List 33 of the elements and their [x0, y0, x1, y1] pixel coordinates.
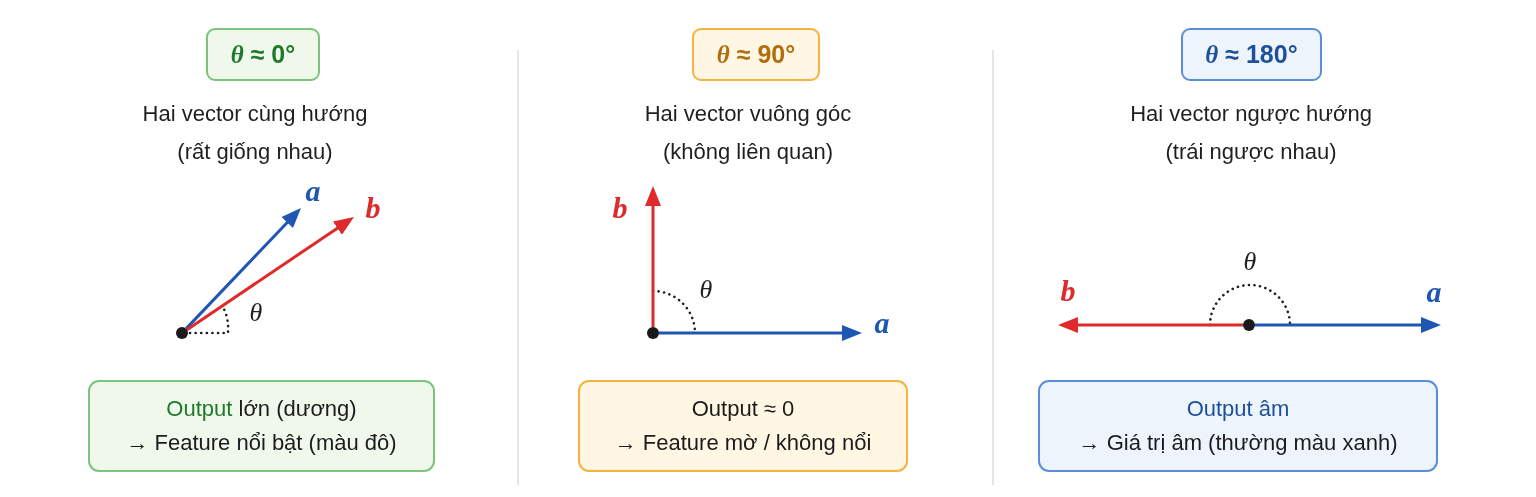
vector-label: b	[1060, 276, 1076, 306]
vector-arrow	[645, 186, 661, 327]
vector-label: b	[365, 193, 381, 223]
result-text: → Giá trị âm (thường màu xanh)	[1078, 429, 1398, 457]
vector-label: a	[305, 176, 321, 206]
angle-badge	[692, 28, 820, 81]
result-text: → Feature mờ / không nổi	[614, 429, 872, 457]
description-text: Hai vector ngược hướng (trái ngược nhau)	[1129, 100, 1373, 166]
vector-arrow	[1058, 317, 1243, 333]
result-text: Output lớn (dương)	[166, 395, 357, 423]
vector-arrow	[659, 325, 862, 341]
result-text: Output âm	[1186, 395, 1290, 423]
vector-label: a	[874, 308, 890, 338]
result-box	[1038, 380, 1438, 472]
vector-arrow	[186, 217, 354, 331]
angle-label: θ	[699, 277, 713, 303]
vector-label: b	[612, 193, 628, 223]
angle-label: θ	[1243, 249, 1257, 275]
angle-heading: θ ≈ 0°	[230, 42, 296, 67]
angle-label: θ	[249, 300, 263, 326]
vector-label: a	[1426, 277, 1442, 307]
vector-arrow	[1255, 317, 1441, 333]
angle-heading: θ ≈ 90°	[716, 42, 796, 67]
angle-badge	[206, 28, 320, 81]
result-box	[578, 380, 908, 472]
angle-heading: θ ≈ 180°	[1205, 42, 1298, 67]
angle-badge	[1181, 28, 1322, 81]
result-box	[88, 380, 435, 472]
description-text: Hai vector vuông góc (không liên quan)	[643, 100, 853, 166]
result-text: → Feature nổi bật (màu đô)	[126, 429, 397, 457]
description-text: Hai vector cùng hướng (rất giống nhau)	[141, 100, 369, 166]
result-text: Output ≈ 0	[691, 395, 795, 423]
vector-arrow	[185, 208, 301, 330]
